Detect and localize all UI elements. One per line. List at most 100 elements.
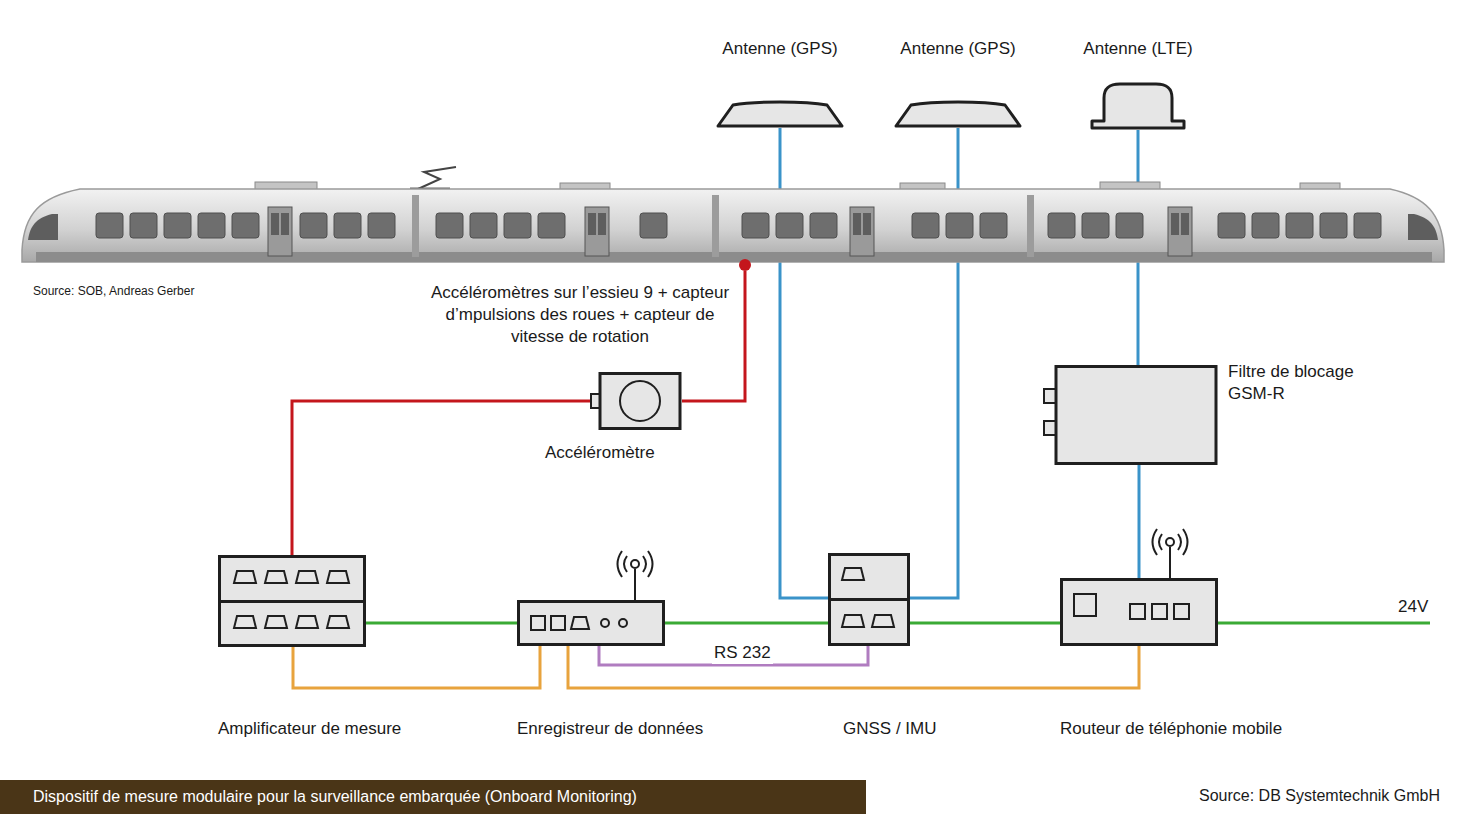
- door-window: [588, 213, 596, 235]
- train-window: [1320, 213, 1347, 238]
- antenna-cable: [1138, 465, 1141, 578]
- door-window: [853, 213, 861, 235]
- lte-antenna-shape: [1090, 82, 1186, 130]
- carriage-joint: [412, 195, 419, 257]
- device-label: Accéléromètre: [545, 442, 655, 464]
- power-wire: [366, 622, 517, 625]
- train-roof-equipment: [255, 167, 1340, 190]
- source-credit: Source: DB Systemtechnik GmbH: [1199, 786, 1440, 806]
- train-window: [980, 213, 1007, 238]
- door-window: [281, 213, 289, 235]
- gps-antenna-shape: [715, 100, 845, 128]
- gps-antenna-shape: [893, 100, 1023, 128]
- accelerometer: Accéléromètre: [590, 372, 682, 430]
- device-label: Routeur de téléphonie mobile: [1060, 718, 1282, 740]
- carriage-joint: [1027, 195, 1034, 257]
- sensor-point: Accéléromètres sur l’essieu 9 + capteur …: [739, 259, 751, 271]
- train-window: [470, 213, 497, 238]
- gsmr-filter-shape: [1043, 365, 1218, 465]
- device-label: Filtre de blocage GSM-R: [1228, 361, 1378, 405]
- device-label: Amplificateur de mesure: [218, 718, 401, 740]
- data-cable: [293, 646, 540, 688]
- antenna-label: Antenne (GPS): [675, 38, 885, 60]
- train-window: [164, 213, 191, 238]
- train-skirt: [36, 252, 1432, 262]
- cab-window: [1408, 214, 1438, 240]
- sensor-cable: [292, 401, 590, 555]
- train-window: [1252, 213, 1279, 238]
- antenna-label: Antenne (GPS): [853, 38, 1063, 60]
- mobile-router-shape: [1060, 578, 1218, 646]
- lte-antenna: Antenne (LTE): [1090, 82, 1186, 130]
- train-window: [1218, 213, 1245, 238]
- train-window: [1286, 213, 1313, 238]
- accelerometer-shape: [590, 372, 682, 430]
- train-window: [96, 213, 123, 238]
- carriage-joint: [712, 195, 719, 257]
- door-window: [1181, 213, 1189, 235]
- data-cable-group: [293, 646, 540, 688]
- power-wire: [665, 622, 828, 625]
- train-window: [504, 213, 531, 238]
- train-window: [334, 213, 361, 238]
- train-window: [776, 213, 803, 238]
- photo-credit: Source: SOB, Andreas Gerber: [33, 283, 194, 299]
- train-window: [742, 213, 769, 238]
- train-window: [1048, 213, 1075, 238]
- train-window: [232, 213, 259, 238]
- device-label: Enregistreur de données: [517, 718, 703, 740]
- data-logger-shape: [517, 600, 665, 646]
- train-window: [640, 213, 667, 238]
- train-window: [538, 213, 565, 238]
- sensor-point-shape: [739, 259, 751, 271]
- train-window: [368, 213, 395, 238]
- train-window: [130, 213, 157, 238]
- power-wire: [1218, 622, 1430, 625]
- antenna-label: Antenne (LTE): [1033, 38, 1243, 60]
- power-wire-group: [366, 623, 517, 624]
- power-wire: [910, 622, 1060, 625]
- caption-band: Dispositif de mesure modulaire pour la s…: [0, 780, 866, 814]
- caption-text: Dispositif de mesure modulaire pour la s…: [0, 780, 866, 814]
- sensor-note: Accéléromètres sur l’essieu 9 + capteur …: [425, 282, 735, 348]
- gps-antenna: Antenne (GPS): [893, 100, 1023, 128]
- door-window: [598, 213, 606, 235]
- train-window: [912, 213, 939, 238]
- power-wire-group: [910, 623, 1060, 624]
- train-window: [198, 213, 225, 238]
- train-window: [300, 213, 327, 238]
- train-door: [850, 207, 874, 256]
- sensor-cable-group: [292, 401, 590, 555]
- gps-antenna: Antenne (GPS): [715, 100, 845, 128]
- antenna-cable-group: [1139, 465, 1140, 578]
- cab-window: [28, 214, 58, 240]
- train-window: [1082, 213, 1109, 238]
- gnss-imu-shape: [828, 553, 910, 646]
- gnss-imu: GNSS / IMU: [828, 553, 910, 646]
- train-door: [585, 207, 609, 256]
- data-logger: Enregistreur de données: [517, 600, 665, 646]
- measuring-amplifier-shape: [218, 555, 366, 647]
- train-window: [1116, 213, 1143, 238]
- train-door: [268, 207, 292, 256]
- edge-label: RS 232: [712, 642, 773, 664]
- train-door: [1168, 207, 1192, 256]
- mobile-router: Routeur de téléphonie mobile: [1060, 578, 1218, 646]
- train-body: [22, 189, 1444, 262]
- measuring-amplifier: Amplificateur de mesure: [218, 555, 366, 647]
- train-window: [810, 213, 837, 238]
- voltage-label: 24V: [1398, 596, 1428, 618]
- door-window: [1171, 213, 1179, 235]
- train-window: [1354, 213, 1381, 238]
- device-label: GNSS / IMU: [843, 718, 937, 740]
- door-window: [863, 213, 871, 235]
- train-window: [946, 213, 973, 238]
- train-window: [436, 213, 463, 238]
- data-cable: [568, 646, 1139, 688]
- data-cable-group: [568, 646, 1139, 688]
- gsmr-filter: Filtre de blocage GSM-R: [1043, 365, 1218, 465]
- power-wire-group: [665, 623, 828, 624]
- train-windows: [96, 207, 1381, 256]
- door-window: [271, 213, 279, 235]
